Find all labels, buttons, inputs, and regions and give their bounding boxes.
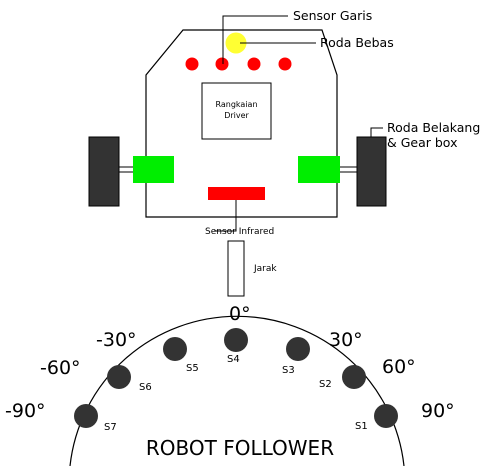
target-dot-s4: [224, 328, 248, 352]
line-sensor-dot: [215, 57, 229, 71]
sensor-label-s4: S4: [227, 354, 240, 365]
driver-label-line1: Rangkaian: [215, 100, 257, 109]
driver-label-line2: Driver: [224, 111, 249, 120]
roda-bebas-label: Roda Bebas: [320, 35, 394, 50]
sensor-label-s1: S1: [355, 421, 368, 432]
jarak-label: Jarak: [253, 264, 277, 274]
line-sensor-array: [185, 57, 292, 71]
target-arc: [69, 315, 405, 467]
angle-label-90: 90°: [421, 400, 455, 422]
free-wheel: [225, 32, 247, 54]
angle-label-0: 0°: [229, 303, 251, 325]
sensor-label-s6: S6: [139, 382, 152, 393]
angle-label-neg60: -60°: [40, 357, 81, 379]
left-motor: [133, 156, 174, 183]
angle-label-neg30: -30°: [96, 329, 137, 351]
target-dot-s6: [107, 365, 131, 389]
line-sensor-dot: [278, 57, 292, 71]
target-positions: [74, 328, 398, 428]
sensor-infrared-label: Sensor Infrared: [205, 227, 274, 237]
sensor-garis-leader: [222, 15, 288, 64]
sensor-infrared-leader: [214, 200, 237, 232]
infrared-sensor: [208, 187, 265, 200]
right-wheel-assembly: [298, 136, 387, 207]
target-dot-s1: [374, 404, 398, 428]
line-sensor-dot: [247, 57, 261, 71]
sensor-label-s5: S5: [186, 363, 199, 374]
sensor-garis-label: Sensor Garis: [293, 8, 372, 23]
angle-label-30: 30°: [329, 329, 363, 351]
sensor-label-s7: S7: [104, 422, 117, 433]
target-dot-s7: [74, 404, 98, 428]
left-wheel: [88, 136, 120, 207]
target-dot-s5: [163, 337, 187, 361]
roda-belakang-label-line2: & Gear box: [387, 135, 457, 150]
driver-circuit-box: [201, 82, 272, 140]
line-sensor-dot: [185, 57, 199, 71]
left-wheel-assembly: [88, 136, 174, 207]
target-dot-s2: [342, 365, 366, 389]
sensor-label-s3: S3: [282, 365, 295, 376]
right-wheel: [356, 136, 387, 207]
diagram-title: ROBOT FOLLOWER: [146, 436, 334, 460]
target-dot-s3: [286, 337, 310, 361]
right-motor: [298, 156, 340, 183]
sensor-label-s2: S2: [319, 379, 332, 390]
roda-belakang-label-line1: Roda Belakang: [387, 120, 480, 135]
angle-label-neg90: -90°: [5, 400, 46, 422]
roda-belakang-leader: [370, 127, 383, 137]
angle-label-60: 60°: [382, 356, 416, 378]
distance-bar: [227, 240, 245, 297]
